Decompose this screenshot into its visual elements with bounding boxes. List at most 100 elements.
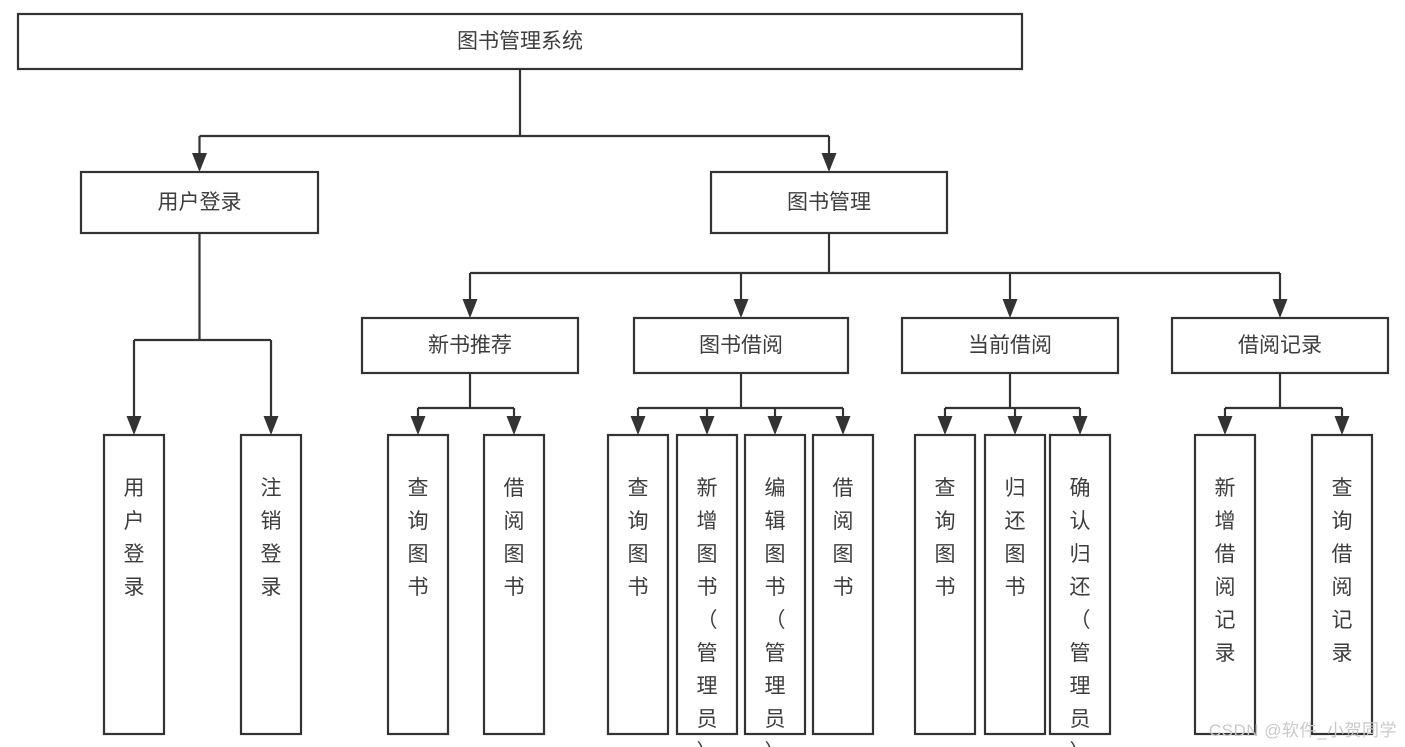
node-leaf-query-books-c-label-char: 图 (935, 543, 956, 566)
node-leaf-add-borrow-record-label-char: 录 (1215, 642, 1236, 665)
node-leaf-borrow-books-b-label-char: 书 (833, 576, 854, 599)
arrow-head-icon (1007, 416, 1023, 435)
watermark-text: CSDN @软件_小贺同学 (1208, 721, 1397, 740)
node-leaf-add-book-admin-label-char: 增 (697, 510, 718, 533)
node-book-management-label: 图书管理 (787, 191, 871, 214)
node-leaf-confirm-return-admin-rect (1048, 433, 1112, 736)
node-leaf-edit-book-admin-label-char: 辑 (765, 510, 786, 533)
node-borrow-record-label: 借阅记录 (1238, 334, 1322, 357)
arrow-head-icon (263, 416, 279, 435)
node-leaf-confirm-return-admin-label-char: ） (1070, 741, 1091, 747)
node-leaf-confirm-return-admin-label-char: 员 (1070, 708, 1091, 731)
arrow-head-icon (462, 299, 478, 318)
node-leaf-query-books-b-label-char: 询 (628, 510, 649, 533)
node-leaf-add-book-admin-rect (675, 433, 739, 736)
node-leaf-logout-login-label-char: 销 (261, 510, 282, 533)
node-leaf-query-books-a-label-char: 查 (408, 477, 429, 500)
node-leaf-query-books-c-label-char: 书 (935, 576, 956, 599)
node-leaf-logout-login-label-char: 录 (261, 576, 282, 599)
arrow-head-icon (835, 416, 851, 435)
node-leaf-query-books-b-rect (606, 433, 670, 736)
node-root-system[interactable]: 图书管理系统 (16, 12, 1024, 71)
arrow-head-icon (1002, 299, 1018, 318)
node-borrow-record[interactable]: 借阅记录 (1170, 316, 1390, 375)
node-leaf-edit-book-admin-label-char: 编 (765, 477, 786, 500)
node-leaf-confirm-return-admin-label-char: 管 (1070, 642, 1091, 665)
node-leaf-return-books-label-char: 书 (1005, 576, 1026, 599)
node-leaf-confirm-return-admin-label-char: 还 (1070, 576, 1091, 599)
node-leaf-query-books-c-rect (913, 433, 977, 736)
arrow-head-icon (733, 299, 749, 318)
node-leaf-query-books-a-rect (386, 433, 450, 736)
node-leaf-edit-book-admin-rect (743, 433, 807, 736)
node-leaf-edit-book-admin-label-char: 理 (765, 675, 786, 698)
node-leaf-user-login-label-char: 户 (124, 510, 145, 533)
node-leaf-query-books-a-label-char: 图 (408, 543, 429, 566)
node-leaf-borrow-books-a-label-char: 阅 (504, 510, 525, 533)
node-leaf-query-borrow-record-label-char: 阅 (1332, 576, 1353, 599)
node-root-system-label: 图书管理系统 (457, 30, 583, 53)
node-leaf-borrow-books-b-label-char: 图 (833, 543, 854, 566)
arrow-head-icon (126, 416, 142, 435)
arrow-head-icon (1272, 299, 1288, 318)
node-leaf-query-books-a-label-char: 询 (408, 510, 429, 533)
node-root-system-rect (16, 12, 1024, 71)
node-leaf-edit-book-admin-label-char: ） (765, 741, 786, 747)
node-leaf-return-books-rect (983, 433, 1047, 736)
node-leaf-add-book-admin-label-char: ） (697, 741, 718, 747)
node-leaf-user-login-rect (102, 433, 166, 736)
node-user-login-rect (79, 170, 320, 235)
node-current-borrow-label: 当前借阅 (968, 334, 1052, 357)
node-leaf-user-login-label-char: 登 (124, 543, 145, 566)
node-leaf-borrow-books-b-label-char: 借 (833, 477, 854, 500)
node-book-management[interactable]: 图书管理 (709, 170, 949, 235)
arrow-head-icon (767, 416, 783, 435)
node-new-book-recommend-label: 新书推荐 (428, 334, 512, 357)
node-book-borrow[interactable]: 图书借阅 (632, 316, 850, 375)
node-book-management-rect (709, 170, 949, 235)
arrow-head-icon (410, 416, 426, 435)
node-leaf-query-books-b-label-char: 图 (628, 543, 649, 566)
node-leaf-edit-book-admin-label-char: 管 (765, 642, 786, 665)
node-new-book-recommend[interactable]: 新书推荐 (360, 316, 580, 375)
node-user-login-label: 用户登录 (158, 191, 242, 214)
node-leaf-logout-login-label-char: 注 (261, 477, 282, 500)
node-current-borrow[interactable]: 当前借阅 (900, 316, 1120, 375)
node-user-login[interactable]: 用户登录 (79, 170, 320, 235)
arrow-head-icon (506, 416, 522, 435)
arrow-head-icon (1217, 416, 1233, 435)
node-leaf-confirm-return-admin-label-char: （ (1070, 609, 1091, 632)
node-leaf-edit-book-admin-label-char: 书 (765, 576, 786, 599)
arrow-head-icon (937, 416, 953, 435)
node-new-book-recommend-rect (360, 316, 580, 375)
node-leaf-query-borrow-record-label-char: 借 (1332, 543, 1353, 566)
node-leaf-add-borrow-record-rect (1193, 433, 1257, 736)
node-leaf-confirm-return-admin-label-char: 理 (1070, 675, 1091, 698)
node-leaf-confirm-return-admin-label-char: 确 (1070, 477, 1091, 500)
arrow-head-icon (1334, 416, 1350, 435)
connector-layer (126, 69, 1350, 435)
node-leaf-logout-login-label-char: 登 (261, 543, 282, 566)
node-leaf-query-books-a-label-char: 书 (408, 576, 429, 599)
node-current-borrow-rect (900, 316, 1120, 375)
node-book-borrow-label: 图书借阅 (699, 334, 783, 357)
node-leaf-borrow-books-b-rect (811, 433, 875, 736)
node-leaf-borrow-books-a-label-char: 图 (504, 543, 525, 566)
node-leaf-user-login-label-char: 录 (124, 576, 145, 599)
node-leaf-user-login[interactable]: 用户登录 (102, 433, 166, 736)
node-leaf-add-book-admin-label-char: 图 (697, 543, 718, 566)
node-leaf-borrow-books-b-label-char: 阅 (833, 510, 854, 533)
